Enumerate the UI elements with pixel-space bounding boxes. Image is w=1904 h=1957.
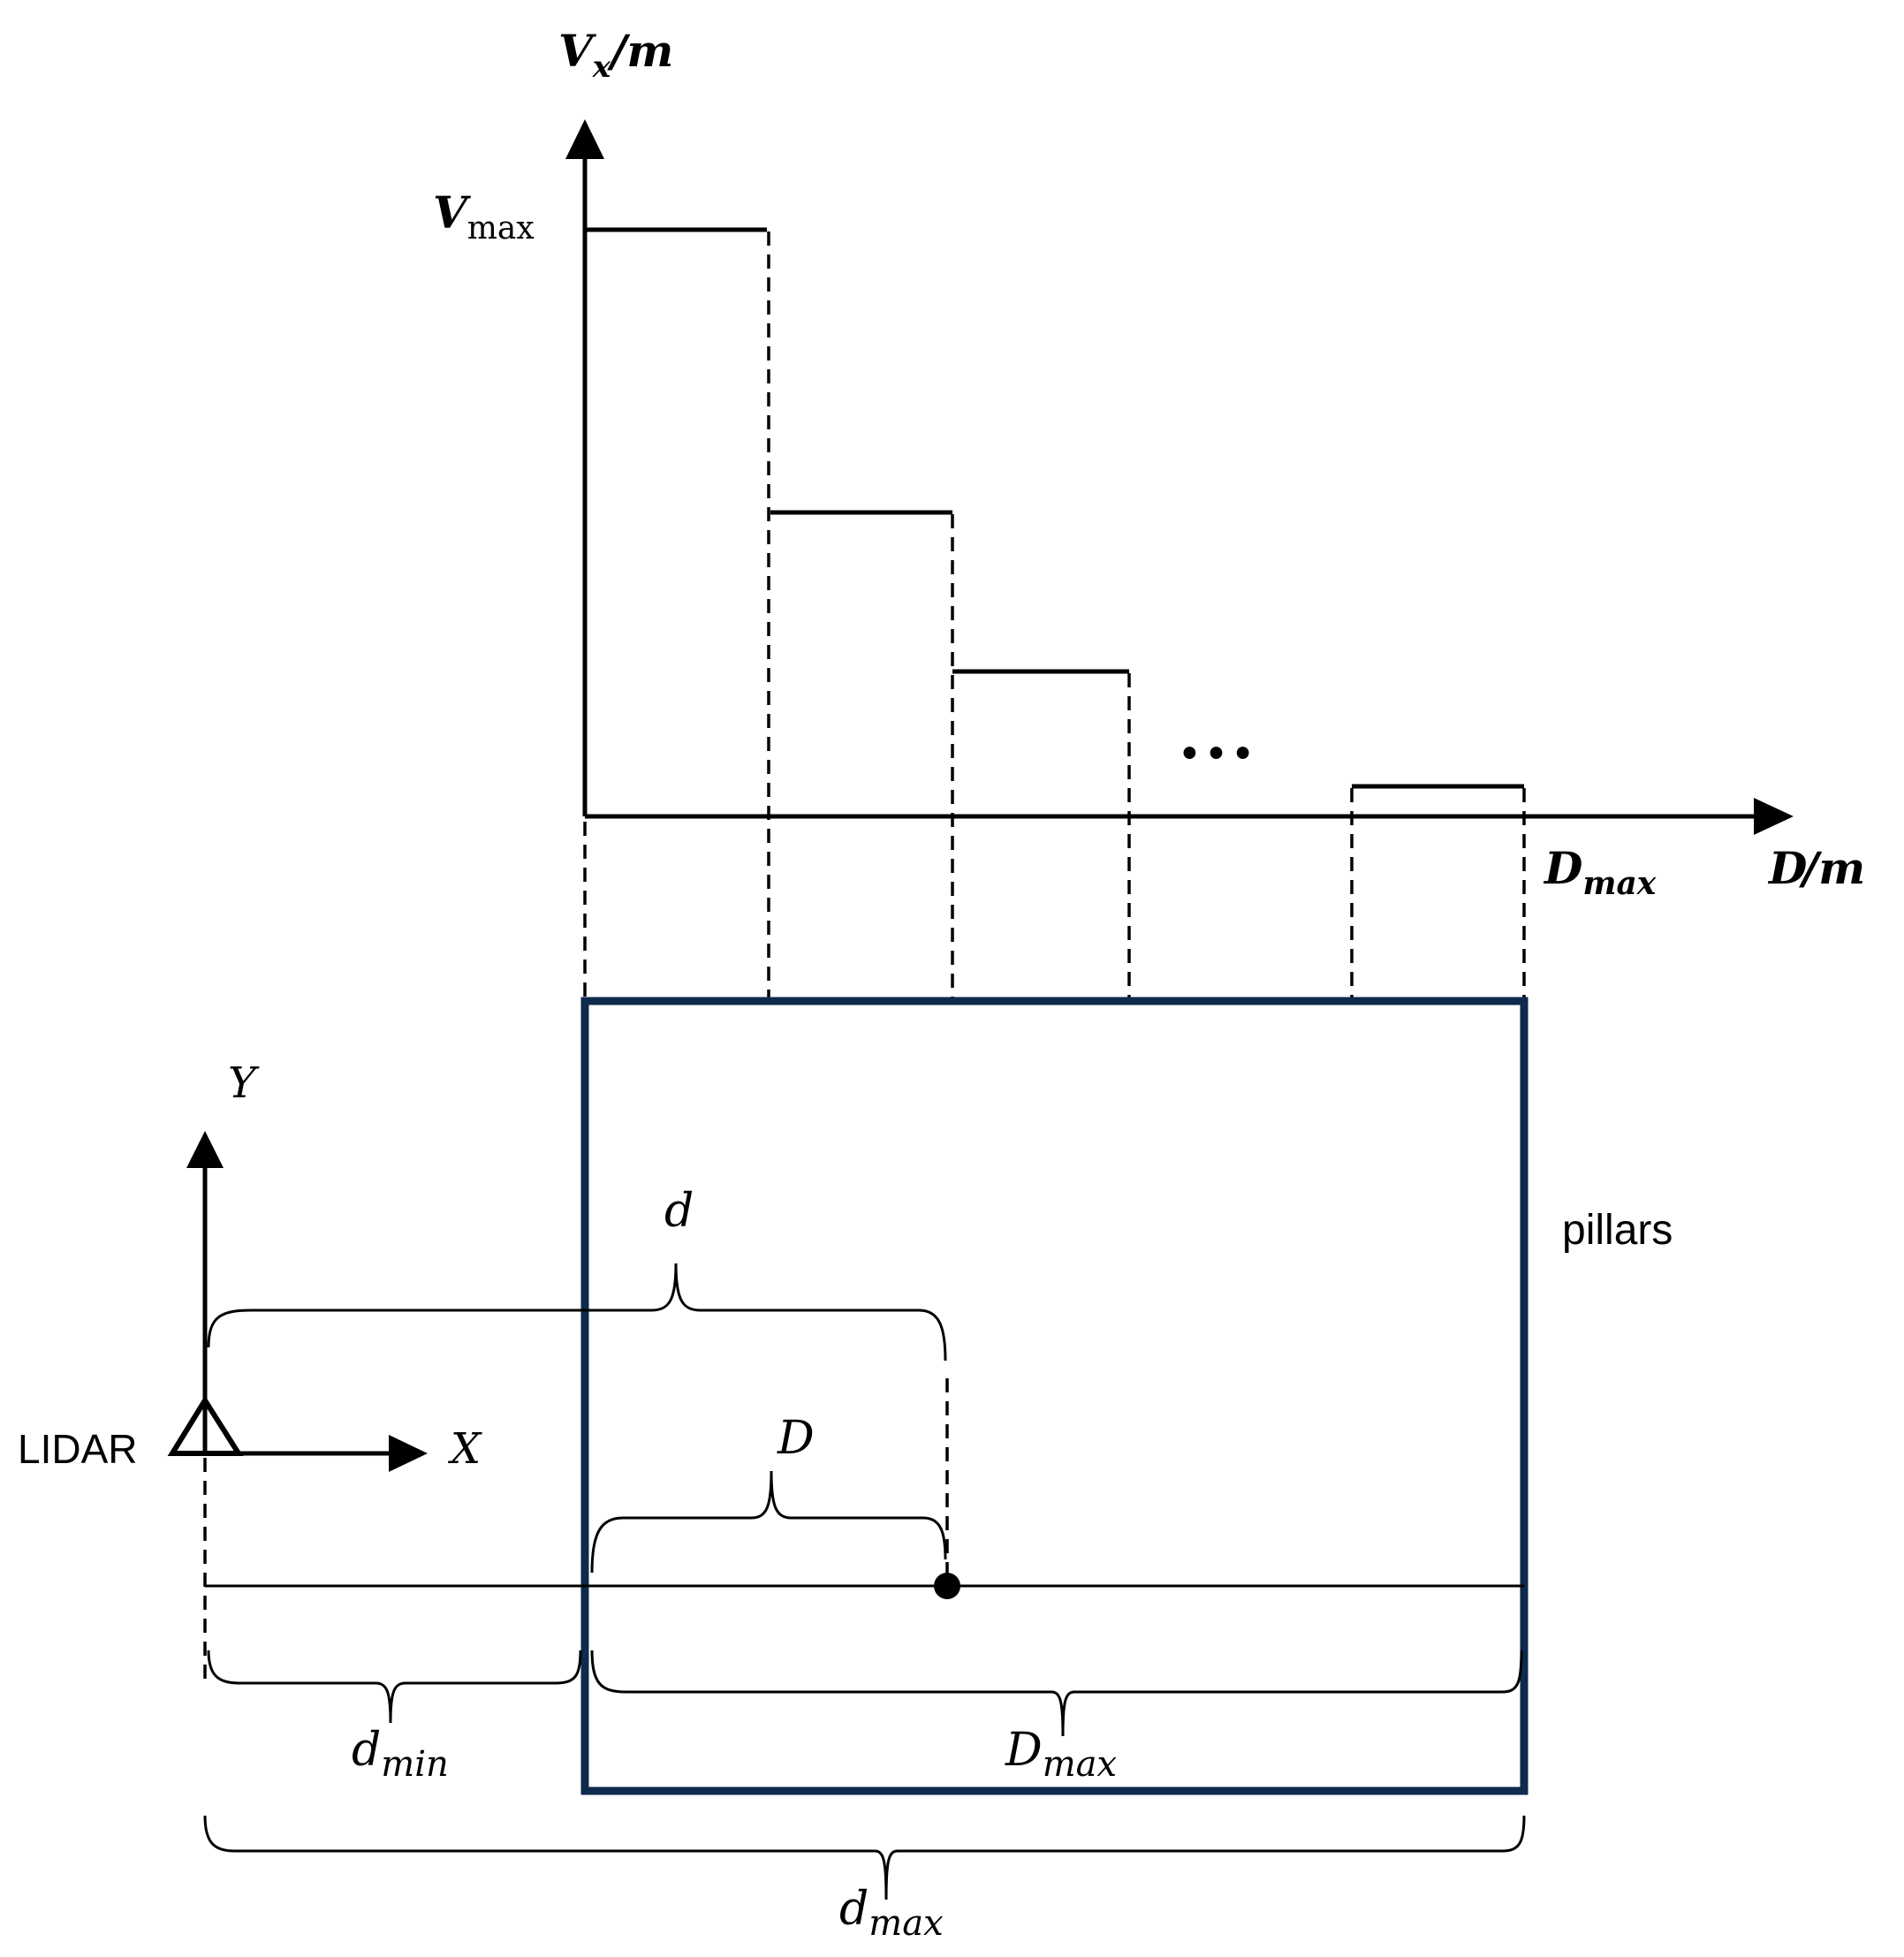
y-max-label: Vmax: [433, 186, 535, 247]
brace-dmax-label: dmax: [839, 1883, 944, 1944]
brace-D: [590, 1470, 947, 1574]
brace-d-label: d: [664, 1185, 694, 1238]
x-max-label: Dmax: [1543, 842, 1657, 902]
brace-d: [207, 1263, 947, 1362]
x-axis-label: D: [1767, 842, 1807, 894]
pillars-label: pillars: [1562, 1207, 1673, 1254]
y-axis-label: Vx/m: [558, 25, 673, 85]
x-axis-unit: /m: [1799, 842, 1865, 894]
brace-D-label: D: [777, 1412, 815, 1465]
frame-x-axis-arrow: [389, 1435, 428, 1472]
frame-y-axis-arrow: [186, 1131, 224, 1168]
lidar-label: LIDAR: [18, 1426, 137, 1472]
frame-x-label: X: [447, 1424, 482, 1474]
pillars-box: [580, 997, 1529, 1795]
brace-Dmax: [590, 1650, 1523, 1737]
brace-dmin-label: dmin: [352, 1724, 449, 1785]
brace-dmax: [203, 1815, 1526, 1900]
step-chart: Vx/m Vmax D /m Dmax • • •: [433, 25, 1865, 1000]
chart-x-axis-arrow: [1754, 798, 1794, 835]
lidar-triangle-icon: [167, 1395, 244, 1456]
chart-y-axis-arrow: [565, 119, 604, 159]
brace-dmin: [207, 1650, 582, 1724]
frame-y-label: Y: [228, 1058, 260, 1108]
measured-point: [934, 1573, 960, 1599]
ellipsis-dots: • • •: [1182, 730, 1250, 777]
scene: pillars Y X LIDAR d D dmin Dmax: [18, 997, 1673, 1944]
brace-Dmax-label: Dmax: [1005, 1724, 1117, 1785]
